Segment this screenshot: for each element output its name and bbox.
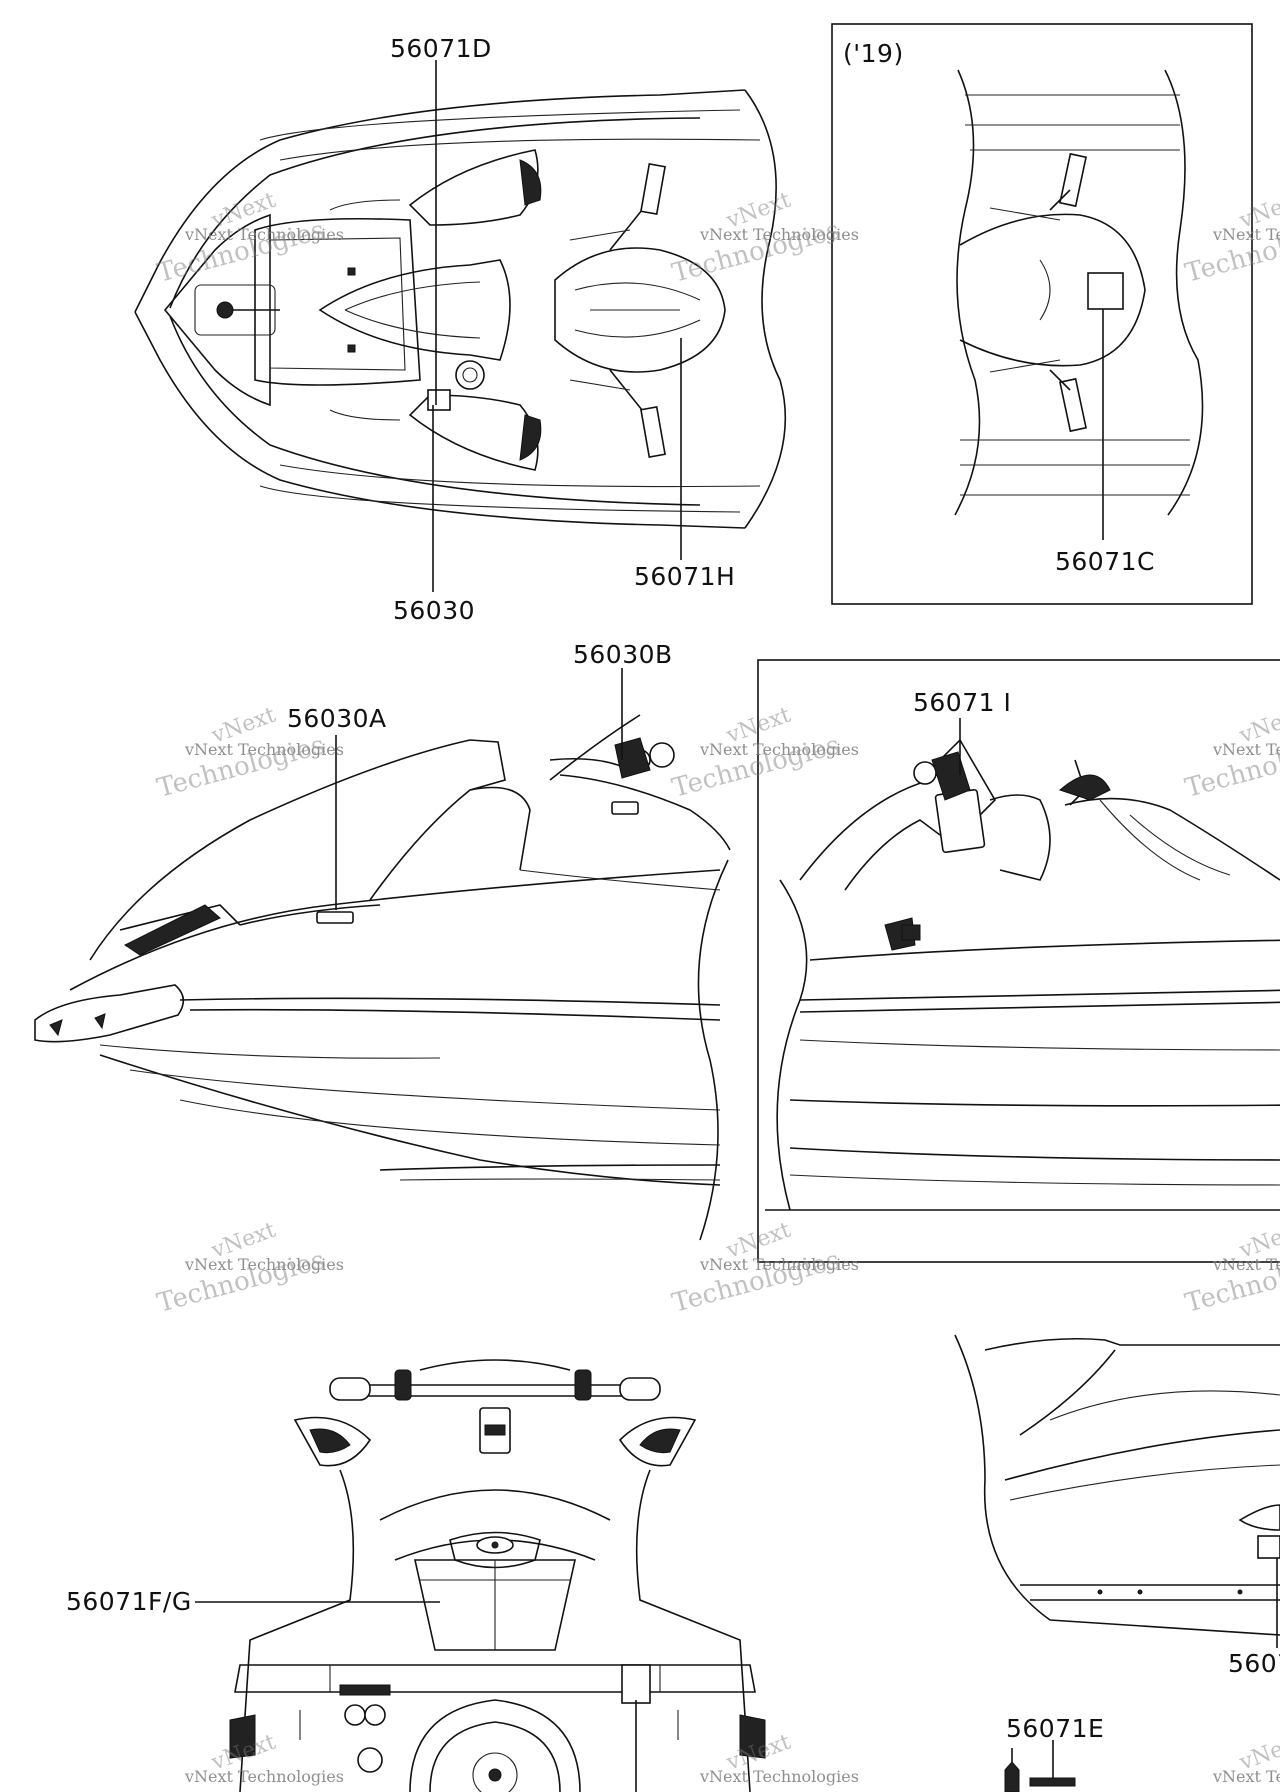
svg-text:vNext Technologies: vNext Technologies (1212, 740, 1280, 759)
svg-text:vNext Technologies: vNext Technologies (1212, 1767, 1280, 1786)
callout-56071D: 56071D (390, 34, 492, 63)
lower-leaders (195, 668, 1054, 1792)
svg-text:vNext Technologies: vNext Technologies (184, 740, 344, 759)
callout-labels: 56071D 56030 56071H ('19) 56071C 56030B … (66, 34, 1280, 1743)
svg-text:vNext Technologies: vNext Technologies (1212, 1255, 1280, 1274)
svg-text:vNext Technologies: vNext Technologies (184, 1767, 344, 1786)
callout-56030: 56030 (393, 596, 475, 625)
svg-text:vNext Technologies: vNext Technologies (699, 225, 859, 244)
inset-2019-panel (831, 23, 1253, 605)
callout-56030B: 56030B (573, 640, 673, 669)
callout-56030A: 56030A (287, 704, 387, 733)
svg-text:vNext Technologies: vNext Technologies (184, 1255, 344, 1274)
callout-56071E: 56071E (1006, 1714, 1104, 1743)
callout-56071I: 56071 I (913, 688, 1011, 717)
svg-text:vNext Technologies: vNext Technologies (1212, 225, 1280, 244)
top-view-leaders (432, 60, 1104, 592)
callout-56071FG: 56071F/G (66, 1587, 192, 1616)
callout-56071C: 56071C (1055, 547, 1155, 576)
svg-text:vNext Technologies: vNext Technologies (184, 225, 344, 244)
callout-5607-partial: 5607 (1228, 1649, 1280, 1678)
svg-text:vNext Technologies: vNext Technologies (699, 1767, 859, 1786)
rear-view-drawing (229, 1359, 766, 1792)
callout-56071H: 56071H (634, 562, 735, 591)
svg-text:vNext Technologies: vNext Technologies (699, 740, 859, 759)
svg-text:vNext Technologies: vNext Technologies (699, 1255, 859, 1274)
side-view-drawing (34, 714, 731, 1241)
inset-title: ('19) (843, 39, 904, 68)
